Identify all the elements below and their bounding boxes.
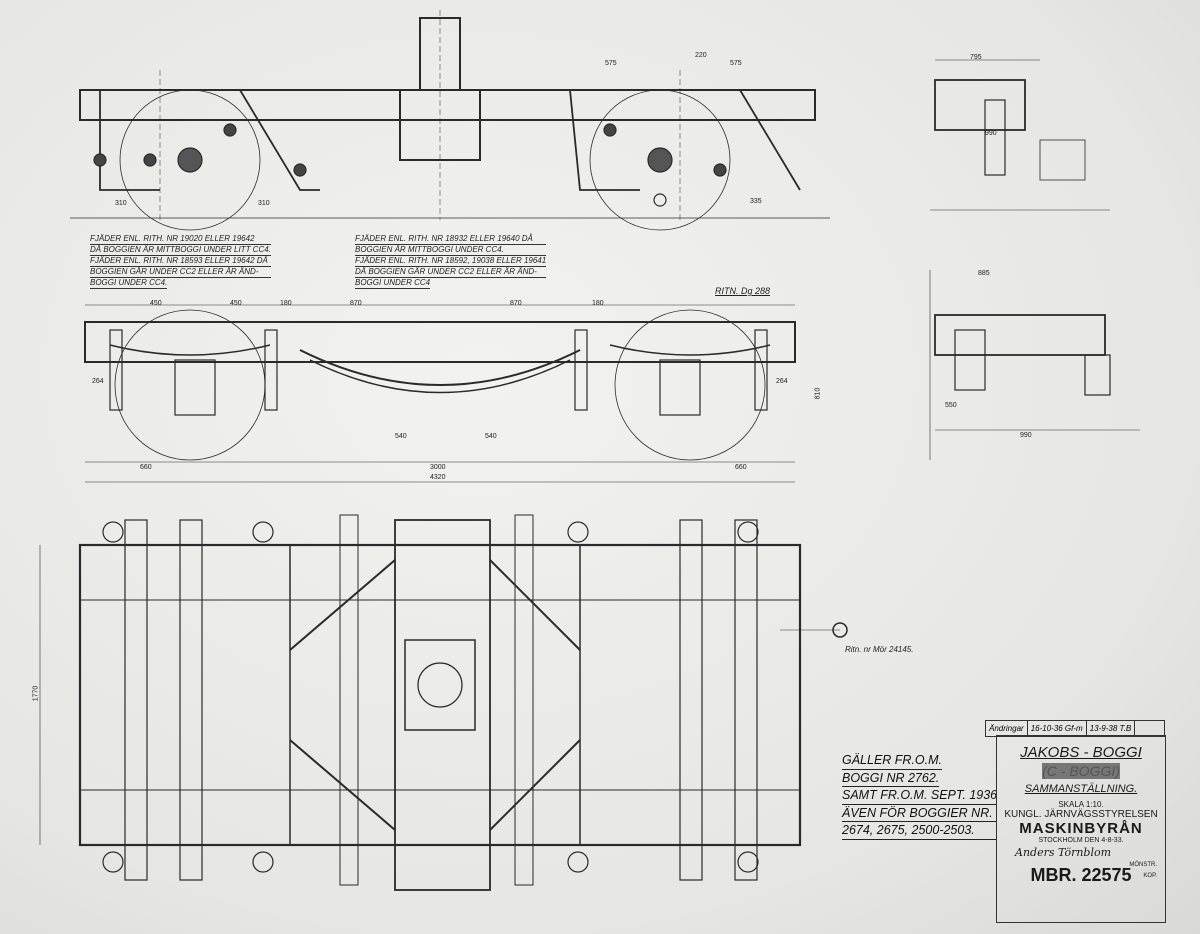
dim-310-left: 310	[115, 200, 127, 207]
revision-row: Ändringar 16-10-36 Gf-m 13-9-38 T.B	[985, 720, 1165, 737]
end-view-top	[930, 59, 1110, 211]
dim-3000: 3000	[430, 464, 446, 471]
dim-795: 795	[970, 54, 982, 61]
dim-540-right: 540	[485, 433, 497, 440]
note-line: DÅ BOGGIEN GÅR UNDER CC2 ELLER ÄR ÄND-	[355, 267, 547, 278]
validity-line: GÄLLER FR.O.M.	[842, 752, 943, 770]
note-line: DÅ BOGGIEN ÄR MITTBOGGI UNDER LITT CC4.	[90, 245, 271, 256]
drawing-number: MBR. 22575	[1030, 865, 1132, 885]
dim-870-left: 870	[350, 300, 362, 307]
validity-note: GÄLLER FR.O.M. BOGGI NR 2762. SAMT FR.O.…	[842, 752, 998, 840]
dim-450-left2: 450	[230, 300, 242, 307]
plan-view	[39, 514, 848, 891]
dim-220: 220	[695, 52, 707, 59]
dim-550: 550	[945, 402, 957, 409]
department: MASKINBYRÅN	[1019, 820, 1143, 837]
note-line: FJÄDER ENL. RITH. NR 18593 ELLER 19642 D…	[90, 256, 271, 267]
note-line: BOGGI UNDER CC4	[355, 278, 431, 289]
dim-1770: 1770	[32, 685, 40, 702]
dim-870-right: 870	[510, 300, 522, 307]
validity-line: 2674, 2675, 2500-2503.	[842, 822, 998, 840]
dim-575-right: 575	[730, 60, 742, 67]
dim-810: 810	[814, 387, 822, 400]
note-line: FJÄDER ENL. RITH. NR 19020 ELLER 19642	[90, 234, 271, 245]
place-date: STOCKHOLM DEN 4-8-33.	[1038, 837, 1124, 844]
dim-660-left: 660	[140, 464, 152, 471]
dim-264-left: 264	[92, 378, 104, 385]
change-entry-2: 13-9-38 T.B	[1087, 721, 1136, 736]
end-view-bottom	[929, 270, 1140, 460]
spring-note-right: FJÄDER ENL. RITH. NR 18932 ELLER 19640 D…	[355, 234, 547, 289]
dim-4320: 4320	[430, 474, 446, 481]
note-line: BOGGIEN GÅR UNDER CC2 ELLER ÄR ÄND-	[90, 267, 271, 278]
subtitle-text: (C - BOGGI)	[1042, 763, 1120, 779]
changes-label: Ändringar	[986, 721, 1028, 736]
signature: Anders Törnblom	[1015, 846, 1112, 859]
dim-660-right: 660	[735, 464, 747, 471]
dim-264-right: 264	[776, 378, 788, 385]
dim-990-bottom: 990	[1020, 432, 1032, 439]
dim-310-right: 310	[258, 200, 270, 207]
note-line: BOGGIEN ÄR MITTBOGGI UNDER CC4.	[355, 245, 547, 256]
dim-180-right: 180	[592, 300, 604, 307]
drawing-reference-dg: RITN. Dg 288	[715, 286, 771, 296]
drawing-heading: SAMMANSTÄLLNING.	[1024, 783, 1138, 795]
dim-540-left: 540	[395, 433, 407, 440]
dim-335: 335	[750, 198, 762, 205]
organization: KUNGL. JÄRNVÄGSSTYRELSEN	[1004, 809, 1158, 820]
side-elevation-view	[70, 10, 830, 231]
dim-575-left: 575	[605, 60, 617, 67]
validity-line: BOGGI NR 2762.	[842, 770, 940, 787]
drawing-title: JAKOBS - BOGGI	[1020, 744, 1142, 761]
change-entry-1: 16-10-36 Gf-m	[1028, 721, 1087, 736]
drawing-subtitle: (C - BOGGI)	[997, 763, 1165, 779]
validity-line: SAMT FR.O.M. SEPT. 1936	[842, 787, 998, 805]
front-elevation-view	[84, 304, 796, 483]
dim-990: 990	[985, 130, 997, 137]
note-line: FJÄDER ENL. RITH. NR 18592, 19038 ELLER …	[355, 256, 547, 267]
title-block: JAKOBS - BOGGI (C - BOGGI) SAMMANSTÄLLNI…	[996, 735, 1166, 923]
dim-885: 885	[978, 270, 990, 277]
spring-note-left: FJÄDER ENL. RITH. NR 19020 ELLER 19642 D…	[90, 234, 271, 289]
validity-line: ÄVEN FÖR BOGGIER NR.	[842, 805, 998, 822]
monster-label: MÖNSTR.	[1129, 862, 1157, 868]
drawing-reference-mor: Ritn. nr Mör 24145.	[845, 645, 914, 654]
note-line: FJÄDER ENL. RITH. NR 18932 ELLER 19640 D…	[355, 234, 547, 245]
kop-label: KOP.	[1143, 873, 1157, 879]
scale: SKALA 1:10.	[1058, 800, 1104, 809]
note-line: BOGGI UNDER CC4.	[90, 278, 168, 289]
dim-180-left: 180	[280, 300, 292, 307]
dim-450-left: 450	[150, 300, 162, 307]
